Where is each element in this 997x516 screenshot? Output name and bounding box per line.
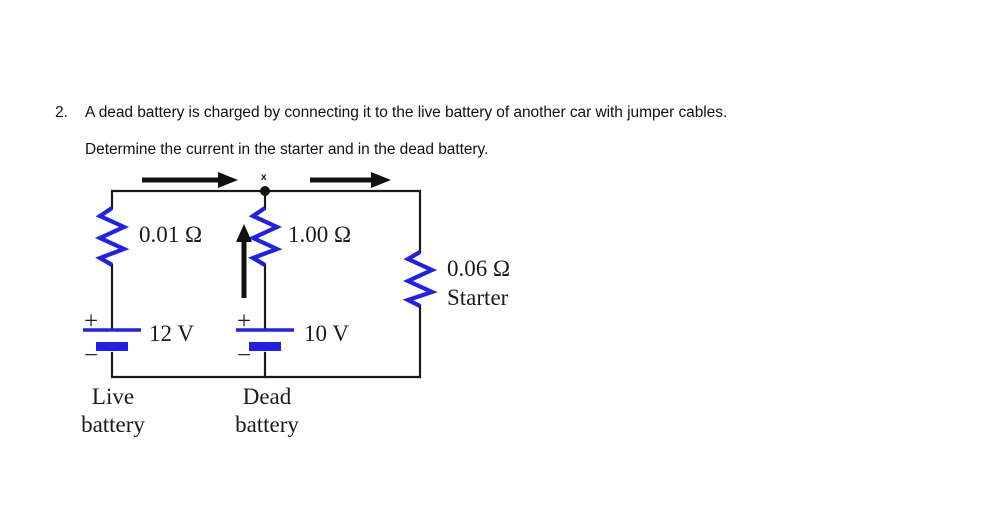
battery-dead-negative-plate (249, 342, 281, 351)
junction-node-dot (260, 186, 270, 196)
current-arrow-top-right (310, 172, 391, 188)
battery-dead-name-line-2: battery (235, 412, 299, 437)
arrow-head (218, 172, 238, 188)
arrow-head (371, 172, 391, 188)
battery-dead-minus-sign: − (237, 342, 252, 369)
current-arrow-dead-branch (236, 224, 252, 298)
current-arrow-top-left (142, 172, 238, 188)
battery-dead-name-line-1: Dead (242, 384, 292, 409)
battery-live-symbol (83, 328, 141, 351)
battery-dead-emf-label: 10 V (304, 321, 349, 346)
resistor-label-dead-internal: 1.00 Ω (288, 222, 352, 247)
battery-live-plus-sign: + (84, 308, 99, 335)
battery-live-name-line-2: battery (81, 412, 145, 437)
question-line-1: 2. A dead battery is charged by connecti… (55, 98, 935, 128)
resistor-label-starter-name: Starter (447, 285, 509, 310)
resistor-label-starter-value: 0.06 Ω (447, 256, 511, 281)
battery-live-negative-plate (96, 342, 128, 351)
battery-live-emf-label: 12 V (149, 321, 194, 346)
resistor-starter-zigzag (402, 250, 438, 308)
arrow-head (236, 224, 252, 242)
resistor-dead-internal-zigzag (247, 206, 283, 267)
question-block: 2. A dead battery is charged by connecti… (55, 98, 935, 165)
battery-dead-plus-sign: + (237, 308, 252, 335)
battery-live-name-line-1: Live (91, 384, 135, 409)
question-line-2: Determine the current in the starter and… (55, 135, 935, 165)
resistor-label-live-internal: 0.01 Ω (139, 222, 203, 247)
question-text-line-1: A dead battery is charged by connecting … (85, 104, 728, 121)
battery-live-minus-sign: − (84, 342, 99, 369)
battery-dead-symbol (236, 328, 294, 351)
question-number: 2. (55, 104, 68, 121)
resistor-live-internal-zigzag (94, 206, 130, 267)
question-text-line-2: Determine the current in the starter and… (85, 141, 489, 158)
junction-node-label: x (261, 172, 267, 183)
